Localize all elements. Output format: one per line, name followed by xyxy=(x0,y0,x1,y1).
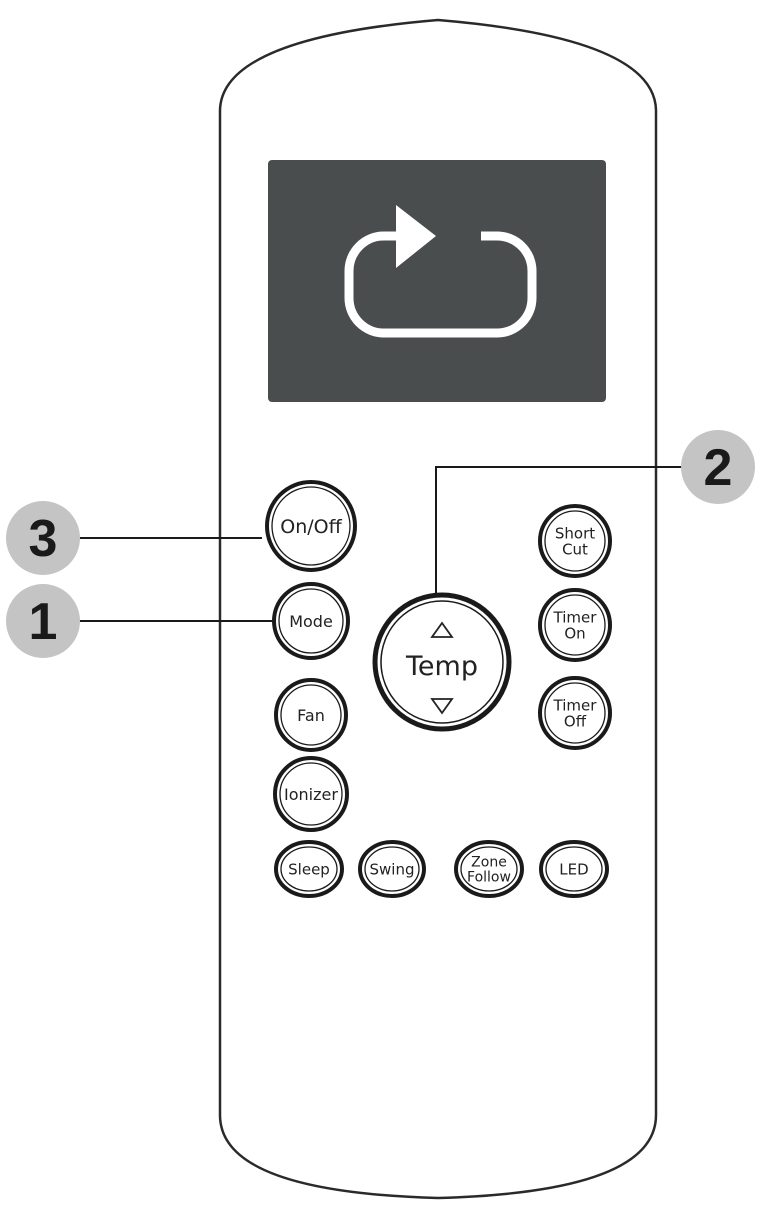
callout-1-number: 1 xyxy=(29,593,58,651)
swing-button[interactable]: Swing xyxy=(358,840,426,898)
callout-1: 1 xyxy=(6,584,80,658)
short-cut-label: Short xyxy=(555,525,595,543)
zone-follow-label: Follow xyxy=(467,869,511,885)
fan-button[interactable]: Fan xyxy=(274,678,348,752)
triangle-down-icon[interactable] xyxy=(430,698,454,715)
callout-2: 2 xyxy=(681,430,755,504)
callout-2-number: 2 xyxy=(704,439,733,497)
timer-on-label: On xyxy=(564,624,585,642)
fan-label: Fan xyxy=(297,706,325,725)
sleep-label: Sleep xyxy=(288,860,330,878)
on-off-label: On/Off xyxy=(280,516,342,538)
ionizer-button[interactable]: Ionizer xyxy=(273,756,349,832)
display-screen xyxy=(268,160,606,402)
mode-label: Mode xyxy=(289,612,333,631)
timer-off-label: Timer xyxy=(553,697,598,715)
led-label: LED xyxy=(559,860,588,878)
swing-label: Swing xyxy=(370,860,415,878)
on-off-button[interactable]: On/Off xyxy=(265,480,357,572)
timer-off-label: Off xyxy=(564,712,587,730)
zone-follow-label: Zone xyxy=(471,855,507,871)
callout-3-number: 3 xyxy=(29,510,58,568)
short-cut-label: Cut xyxy=(562,540,588,558)
sleep-button[interactable]: Sleep xyxy=(274,840,344,898)
led-button[interactable]: LED xyxy=(539,840,609,898)
timer-on-label: Timer xyxy=(553,609,598,627)
ionizer-label: Ionizer xyxy=(284,785,338,804)
triangle-up-icon[interactable] xyxy=(430,621,454,638)
callout-3: 3 xyxy=(6,501,80,575)
mode-button[interactable]: Mode xyxy=(272,582,350,660)
temp-label: Temp xyxy=(405,651,478,682)
temp-button[interactable]: Temp xyxy=(372,592,512,732)
cycle-arrow-icon xyxy=(344,205,537,338)
callout-2-line xyxy=(435,466,688,600)
